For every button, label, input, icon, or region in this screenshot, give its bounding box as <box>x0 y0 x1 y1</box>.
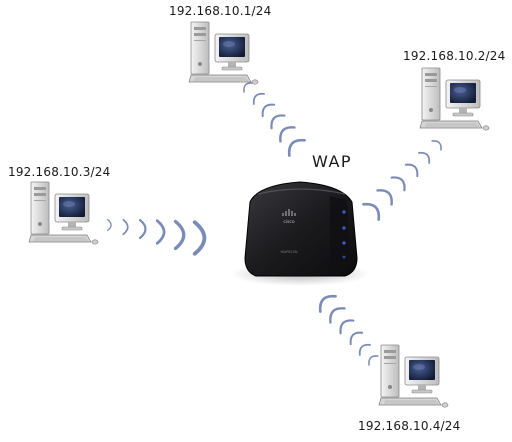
wifi-signal-icon-host-3 <box>107 218 207 256</box>
ip-label-host-3: 192.168.10.3/24 <box>8 165 111 179</box>
router-brand-text: cisco <box>283 219 295 225</box>
wifi-signal-icon-host-1 <box>240 79 306 157</box>
ip-label-host-1: 192.168.10.1/24 <box>169 4 272 18</box>
router-model-text: WAP610N <box>280 250 297 254</box>
ip-label-host-2: 192.168.10.2/24 <box>403 49 506 63</box>
ip-label-host-4: 192.168.10.4/24 <box>358 419 461 433</box>
desktop-computer-icon-host-4 <box>378 344 449 408</box>
wifi-signal-icon-host-4 <box>314 290 379 366</box>
desktop-computer-icon-host-2 <box>419 67 490 131</box>
wireless-router-icon: cisco WAP610N <box>230 181 370 286</box>
desktop-computer-icon-host-1 <box>188 21 259 85</box>
desktop-computer-icon-host-3 <box>28 181 99 245</box>
wap-label: WAP <box>312 152 353 171</box>
wifi-signal-icon-host-2 <box>362 137 445 221</box>
